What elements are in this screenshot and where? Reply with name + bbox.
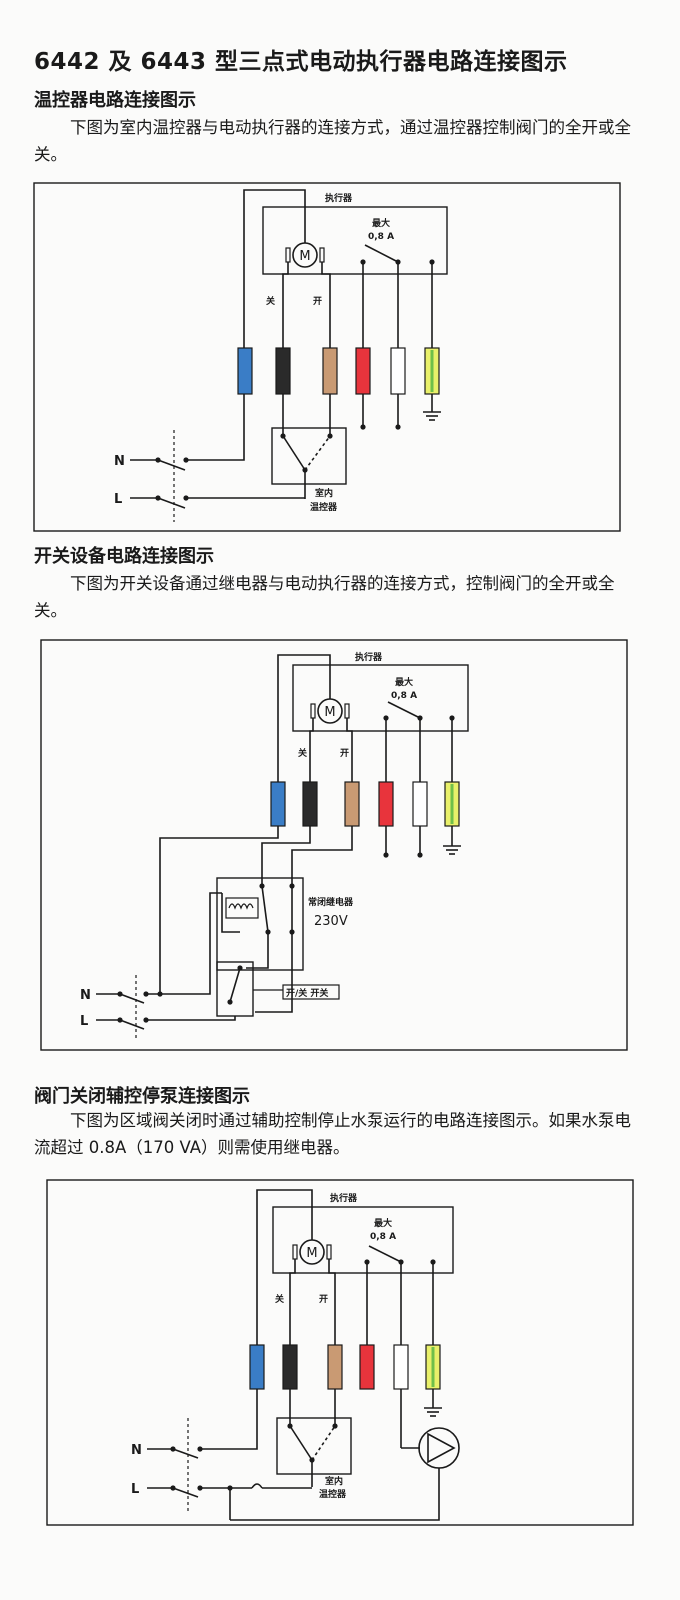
diagram-3-frame (46, 1179, 634, 1526)
terminal-brown (327, 1344, 343, 1390)
terminal-blue (237, 347, 253, 395)
l-label: L (131, 1482, 139, 1497)
l-label: L (80, 1014, 88, 1029)
close-label: 关 (298, 747, 307, 759)
section-2-text: 下图为开关设备通过继电器与电动执行器的连接方式，控制阀门的全开或全关。 (34, 574, 615, 620)
switch-label: 开/关 开关 (286, 987, 328, 999)
thermostat-label-2: 温控器 (319, 1488, 347, 1500)
page-title: 6442 及 6443 型三点式电动执行器电路连接图示 (34, 49, 568, 75)
actuator-label: 执行器 (355, 651, 383, 663)
relay-voltage: 230V (314, 914, 348, 929)
thermostat-box (276, 1417, 352, 1475)
terminal-red (359, 1344, 375, 1390)
n-label: N (131, 1443, 142, 1458)
actuator-box (292, 664, 469, 732)
motor-symbol: M (306, 1246, 317, 1261)
thermostat-box (271, 427, 347, 485)
switch-label-box (282, 984, 340, 1000)
section-2-heading: 开关设备电路连接图示 (34, 546, 214, 567)
actuator-label: 执行器 (330, 1192, 358, 1204)
relay-label: 常闭继电器 (308, 896, 354, 908)
max-value: 0,8 A (391, 691, 417, 701)
open-label: 开 (313, 296, 322, 307)
terminal-white (393, 1344, 409, 1390)
max-value: 0,8 A (370, 1232, 396, 1242)
open-label: 开 (340, 748, 349, 759)
open-label: 开 (319, 1294, 328, 1305)
close-label: 关 (275, 1293, 284, 1305)
motor-symbol: M (324, 705, 335, 720)
motor-symbol: M (299, 249, 310, 264)
close-label: 关 (266, 295, 275, 307)
max-label: 最大 (374, 1217, 392, 1229)
actuator-box (272, 1206, 454, 1274)
actuator-box (262, 206, 448, 275)
section-3-heading: 阀门关闭辅控停泵连接图示 (34, 1086, 250, 1107)
thermostat-label-1: 室内 (315, 487, 333, 499)
terminal-blue (249, 1344, 265, 1390)
max-label: 最大 (395, 676, 413, 688)
relay-coil-icon (225, 897, 259, 919)
section-1-text: 下图为室内温控器与电动执行器的连接方式，通过温控器控制阀门的全开或全关。 (34, 118, 631, 164)
actuator-label: 执行器 (325, 192, 353, 204)
diagram-2-frame (40, 639, 628, 1051)
thermostat-label-1: 室内 (325, 1475, 343, 1487)
max-value: 0,8 A (368, 232, 394, 242)
max-label: 最大 (372, 217, 390, 229)
l-label: L (114, 492, 122, 507)
thermostat-label-2: 温控器 (310, 501, 338, 513)
section-1-heading: 温控器电路连接图示 (34, 90, 196, 111)
n-label: N (114, 454, 125, 469)
relay-box (216, 877, 304, 971)
section-3-text: 下图为区域阀关闭时通过辅助控制停止水泵运行的电路连接图示。如果水泵电流超过 0.… (34, 1111, 631, 1157)
diagram-1-frame (33, 182, 621, 532)
n-label: N (80, 988, 91, 1003)
terminal-black (282, 1344, 298, 1390)
